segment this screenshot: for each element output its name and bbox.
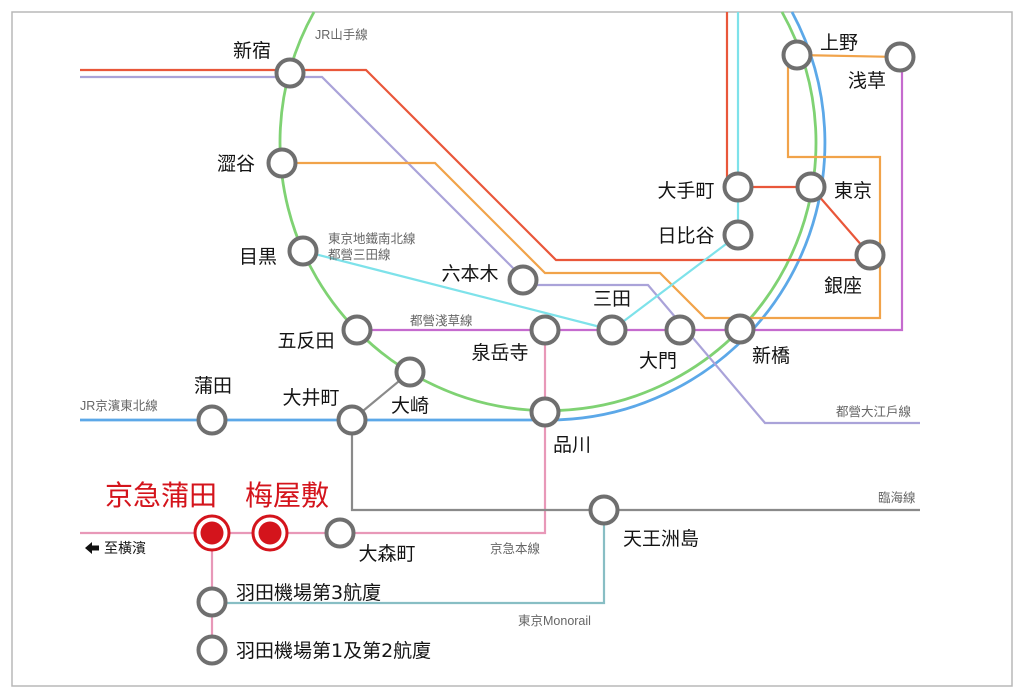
station-label: 羽田機場第1及第2航廈: [236, 640, 431, 662]
station-label: 新橋: [752, 345, 790, 367]
line-label-toei-asakusa: 都營淺草線: [410, 313, 473, 328]
station-label: 浅草: [848, 70, 886, 92]
station-marker: [336, 404, 368, 436]
station-label: 日比谷: [657, 225, 714, 247]
highlight-dot: [258, 521, 282, 545]
direction-yokohama: 至橫濱: [85, 541, 146, 557]
station-marker: [394, 356, 426, 388]
station-omorimachi: 大森町: [324, 517, 416, 565]
station-marker: [781, 39, 813, 71]
stations: 新宿 澀谷 目黒 五反田 大崎 蒲田 大井町 品川: [194, 32, 916, 666]
station-label: 大崎: [391, 395, 429, 417]
station-label: 六本木: [441, 263, 498, 285]
line-rinkai: [350, 371, 920, 512]
station-tokyo: 東京: [795, 171, 872, 203]
station-shinjuku: 新宿: [233, 40, 306, 89]
station-umeyashiki: 梅屋敷: [245, 479, 329, 552]
station-ginza: 銀座: [824, 239, 886, 297]
station-haneda-t3: 羽田機場第3航廈: [196, 582, 381, 618]
station-daimon: 大門: [639, 314, 696, 372]
station-keikyu-kamata: 京急蒲田: [105, 479, 231, 552]
highlight-label: 梅屋敷: [245, 479, 329, 512]
line-label-rinkai: 臨海線: [878, 490, 916, 505]
station-label: 天王洲島: [623, 528, 699, 550]
highlight-dot: [200, 521, 224, 545]
line-orange: [282, 53, 901, 320]
station-marker: [664, 314, 696, 346]
line-red: [80, 12, 871, 262]
station-marker: [724, 313, 756, 345]
arrow-left-icon: [85, 542, 99, 554]
station-marker: [588, 494, 620, 526]
station-marker: [266, 147, 298, 179]
station-marker: [795, 171, 827, 203]
station-shimbashi: 新橋: [724, 313, 790, 367]
line-label-keikyu-main: 京急本線: [490, 541, 541, 556]
station-marker: [884, 41, 916, 73]
highlighted-stations: 京急蒲田 梅屋敷: [105, 479, 329, 552]
direction-label: 至橫濱: [104, 541, 146, 557]
station-marker: [196, 586, 228, 618]
station-label: 五反田: [277, 330, 334, 352]
map-frame: [11, 11, 1013, 687]
station-label: 目黒: [239, 246, 277, 268]
station-marker: [529, 396, 561, 428]
station-shinagawa: 品川: [529, 396, 591, 456]
station-marker: [196, 404, 228, 436]
station-label: 上野: [820, 32, 858, 54]
station-marker: [341, 314, 373, 346]
station-marker: [196, 634, 228, 666]
station-gotanda: 五反田: [277, 314, 373, 352]
station-label: 東京: [834, 180, 872, 202]
station-haneda-t1-t2: 羽田機場第1及第2航廈: [196, 634, 431, 666]
line-namboku-mita: [302, 12, 740, 332]
station-oimachi: 大井町: [282, 387, 368, 436]
station-hibiya: 日比谷: [657, 219, 754, 251]
station-marker: [507, 264, 539, 296]
station-label: 新宿: [233, 40, 271, 62]
station-tennozu-isle: 天王洲島: [588, 494, 699, 550]
station-label: 品川: [553, 434, 591, 456]
highlight-label: 京急蒲田: [105, 479, 217, 512]
station-label: 蒲田: [194, 375, 232, 397]
station-marker: [854, 239, 886, 271]
station-marker: [596, 314, 628, 346]
line-label-namboku: 東京地鐵南北線: [328, 231, 416, 246]
station-label: 三田: [593, 288, 631, 310]
station-marker: [274, 57, 306, 89]
line-label-jr-yamanote: JR山手線: [315, 27, 368, 42]
station-shibuya: 澀谷: [217, 147, 298, 179]
station-sengakuji: 泉岳寺: [471, 314, 561, 364]
station-label: 澀谷: [217, 153, 255, 175]
station-osaki: 大崎: [391, 356, 429, 417]
line-label-jr-keihin-tohoku: JR京濱東北線: [80, 398, 158, 413]
line-tokyo-monorail: [212, 510, 606, 605]
station-meguro: 目黒: [239, 235, 319, 268]
line-label-mita: 都營三田線: [328, 247, 391, 262]
station-kamata: 蒲田: [194, 375, 232, 436]
station-label: 大森町: [358, 543, 415, 565]
station-label: 銀座: [824, 275, 862, 297]
station-marker: [287, 235, 319, 267]
station-mita: 三田: [593, 288, 631, 346]
station-label: 泉岳寺: [471, 342, 528, 364]
line-label-toei-oedo: 都營大江戶線: [836, 404, 912, 419]
station-otemachi: 大手町: [657, 171, 754, 203]
station-label: 大門: [639, 350, 677, 372]
station-asakusa: 浅草: [848, 41, 916, 92]
station-roppongi: 六本木: [441, 263, 539, 296]
station-marker: [722, 171, 754, 203]
station-marker: [529, 314, 561, 346]
station-marker: [324, 517, 356, 549]
station-ueno: 上野: [781, 32, 858, 71]
line-label-tokyo-monorail: 東京Monorail: [518, 614, 591, 628]
station-label: 大手町: [657, 180, 714, 202]
line-labels: JR山手線 東京地鐵南北線 都營三田線 都營淺草線 JR京濱東北線 都營大江戶線…: [80, 27, 916, 628]
station-label: 大井町: [282, 387, 339, 409]
station-label: 羽田機場第3航廈: [236, 582, 381, 604]
station-marker: [722, 219, 754, 251]
line-jr-keihin-tohoku: [80, 11, 827, 422]
